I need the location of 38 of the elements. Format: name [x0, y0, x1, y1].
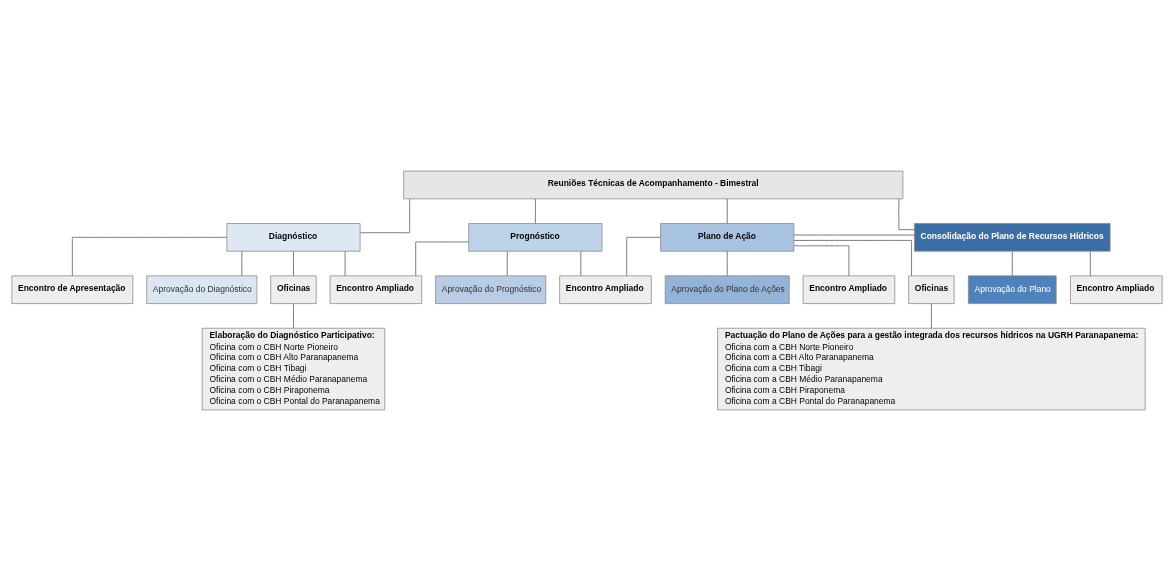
- node-box: Encontro Ampliado: [329, 274, 423, 304]
- connector: [535, 198, 536, 224]
- node-box: Aprovação do Diagnóstico: [146, 274, 258, 304]
- connector: [793, 239, 912, 276]
- node-box: Elaboração do Diagnóstico Participativo: Oficina com o CBH Norte Pioneiro Oficina com o CBH Alto Paranapanema Oficina com o CBH Tibagi Oficina com o CBH Médio Paranapanema Oficina com o CBH Piraponema Oficina com o CBH Pontal do Paranapanema: [201, 327, 386, 410]
- node-box: Aprovação do Plano: [968, 274, 1057, 304]
- node-box: Encontro Ampliado: [559, 274, 652, 304]
- connector: [506, 250, 508, 276]
- connector: [1089, 250, 1091, 276]
- connector: [241, 250, 243, 276]
- node-box: Aprovação do Prognóstico: [435, 274, 547, 304]
- node-box: Oficinas: [270, 274, 317, 304]
- node-box: Oficinas: [908, 274, 955, 304]
- connector: [580, 250, 582, 276]
- node-box: Diagnóstico: [226, 222, 361, 252]
- node-box: Consolidação do Plano de Recursos Hídricos: [914, 222, 1111, 252]
- connector: [793, 244, 850, 276]
- connector: [726, 198, 728, 224]
- connector: [71, 236, 227, 276]
- connector: [726, 250, 728, 276]
- connector: [898, 197, 915, 230]
- node-box: Reuniões Técnicas de Acompanhamento - Bimestral: [403, 170, 904, 199]
- node-box: Encontro de Apresentação: [11, 274, 134, 304]
- connector: [1011, 250, 1013, 276]
- connector: [415, 241, 469, 276]
- connector: [293, 250, 294, 276]
- connector: [793, 234, 915, 235]
- node-box: Aprovação do Plano de Ações: [664, 274, 790, 304]
- connector: [626, 236, 661, 276]
- connector: [344, 250, 346, 276]
- connector: [360, 198, 411, 233]
- connector: [931, 303, 932, 328]
- connector: [293, 303, 294, 328]
- node-box: Encontro Ampliado: [1070, 274, 1163, 304]
- node-box: Plano de Ação: [660, 222, 795, 252]
- node-box: Pactuação do Plano de Ações para a gestão integrada dos recursos hídricos na UGRH Paranapanema: Oficina com a CBH Norte Pioneiro Oficina com a CBH Alto Paranapanema Oficina com a CBH Tibagi Oficina com a CBH Médio Paranapanema Oficina com a CBH Piraponema Oficina com a CBH Pontal do Paranapanema: [717, 327, 1146, 410]
- node-box: Prognóstico: [468, 222, 603, 252]
- node-box: Encontro Ampliado: [802, 274, 896, 304]
